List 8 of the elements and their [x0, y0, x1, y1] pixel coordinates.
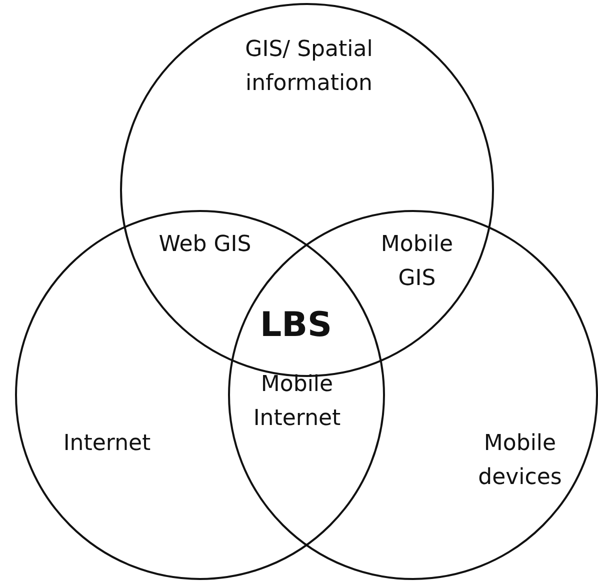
set-label: Internet: [62, 430, 152, 458]
overlap-label: Mobile Internet: [252, 371, 342, 433]
overlap-label: Mobile GIS: [380, 231, 454, 293]
set-label: Mobile devices: [477, 430, 563, 492]
set-label: GIS/ Spatial information: [244, 36, 374, 98]
center-label: LBS: [258, 304, 334, 347]
venn-circle: [15, 210, 385, 580]
overlap-label: Web GIS: [158, 231, 252, 259]
